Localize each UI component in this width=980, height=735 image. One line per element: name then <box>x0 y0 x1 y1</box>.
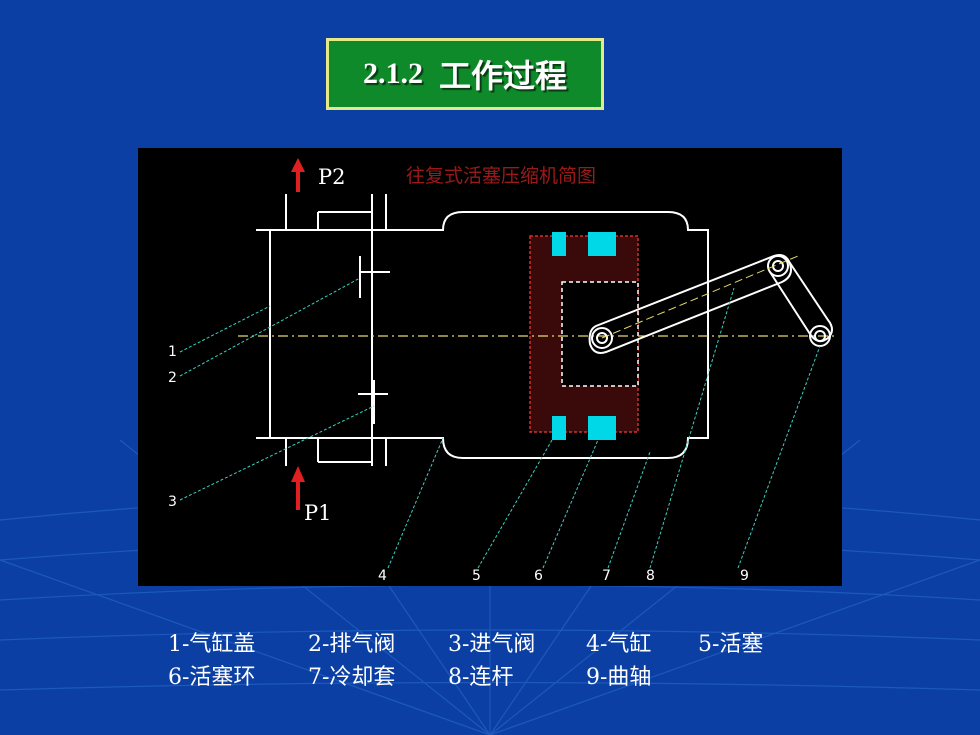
inlet-arrow-icon <box>291 466 305 510</box>
callout-1: 1 <box>168 344 177 360</box>
legend-item: 4-气缸 <box>586 632 652 657</box>
callout-5: 5 <box>472 568 481 584</box>
connecting-rod <box>588 254 792 354</box>
outlet-arrow-icon <box>291 158 305 192</box>
crankshaft <box>769 259 833 347</box>
cylinder-head <box>256 194 403 466</box>
outlet-port-label: P2 <box>318 165 346 189</box>
discharge-valve <box>359 256 390 298</box>
legend-item: 8-连杆 <box>448 665 514 690</box>
leader-lines <box>179 277 821 569</box>
legend-row: 1-气缸盖 2-排气阀 3-进气阀 4-气缸 5-活塞 <box>168 628 763 661</box>
callout-3: 3 <box>168 494 177 510</box>
legend-row: 6-活塞环 7-冷却套 8-连杆 9-曲轴 <box>168 661 763 694</box>
legend-item: 5-活塞 <box>698 632 764 657</box>
piston-rings <box>552 232 616 440</box>
callout-9: 9 <box>740 568 749 584</box>
cylinder-body <box>403 211 709 459</box>
callout-8: 8 <box>646 568 655 584</box>
parts-legend: 1-气缸盖 2-排气阀 3-进气阀 4-气缸 5-活塞 6-活塞环 7-冷却套 … <box>168 628 763 694</box>
diagram-heading: 往复式活塞压缩机简图 <box>406 165 596 187</box>
title-text: 工作过程 <box>438 57 567 95</box>
inlet-port-label: P1 <box>304 501 332 525</box>
title-number: 2.1.2 <box>362 57 423 90</box>
legend-item: 3-进气阀 <box>448 632 536 657</box>
legend-item: 7-冷却套 <box>308 665 396 690</box>
compressor-diagram: 往复式活塞压缩机简图 P2 P1 <box>138 148 842 586</box>
callout-2: 2 <box>168 370 177 386</box>
callout-7: 7 <box>602 568 611 584</box>
legend-item: 2-排气阀 <box>308 632 396 657</box>
legend-item: 1-气缸盖 <box>168 632 256 657</box>
title-box: 2.1.2 工作过程 <box>326 38 604 110</box>
legend-item: 6-活塞环 <box>168 665 256 690</box>
legend-item: 9-曲轴 <box>586 665 652 690</box>
callout-4: 4 <box>378 568 387 584</box>
callout-6: 6 <box>534 568 543 584</box>
piston-inner <box>561 281 639 387</box>
